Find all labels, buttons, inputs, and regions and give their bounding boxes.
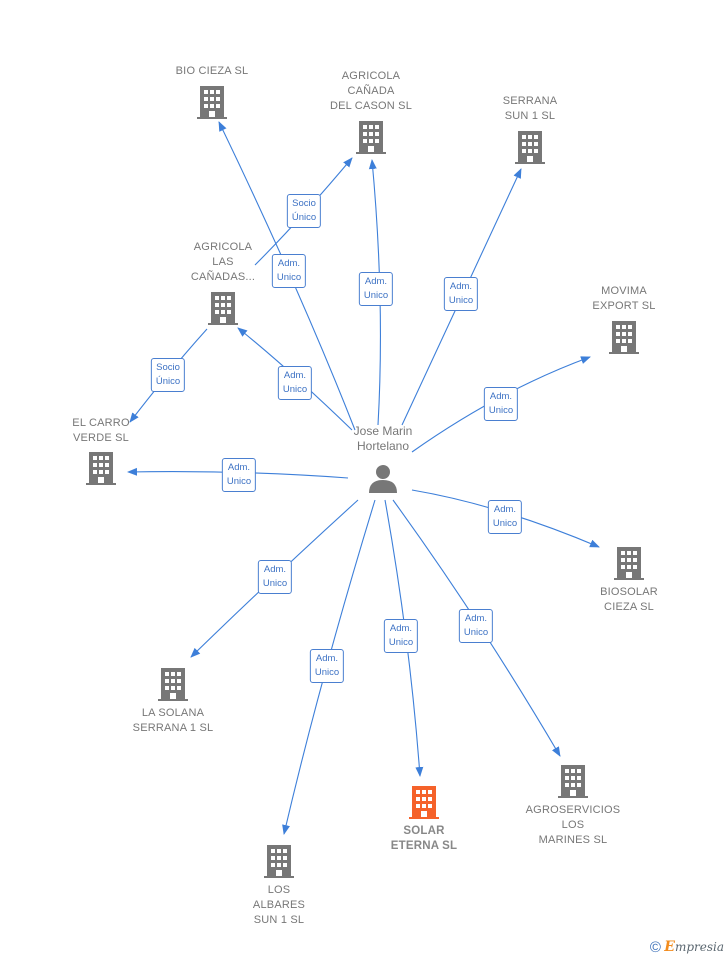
copyright-icon: © [649, 939, 661, 956]
edge-label-socio-canada[interactable]: Socio Único [286, 194, 322, 228]
nodes-layer [86, 86, 644, 878]
edge-label-agroservicios[interactable]: Adm. Unico [458, 609, 494, 643]
edge-label-solar-eterna[interactable]: Adm. Unico [383, 619, 419, 653]
building-icon-la-solana[interactable] [158, 668, 188, 701]
company-name-movima[interactable]: MOVIMA EXPORT SL [592, 285, 656, 312]
edge-label-bio-cieza[interactable]: Adm. Unico [271, 254, 307, 288]
building-icon-el-carro[interactable] [86, 452, 116, 485]
edge-label-movima[interactable]: Adm. Unico [483, 387, 519, 421]
company-name-el-carro[interactable]: EL CARRO VERDE SL [72, 417, 130, 444]
edge-label-socio-carro[interactable]: Socio Único [150, 358, 186, 392]
footer-credit[interactable]: © Empresia [650, 939, 724, 956]
person-name[interactable]: Jose Marin Hortelano [353, 424, 413, 453]
building-icon-solar-eterna[interactable] [409, 786, 439, 819]
empresia-logo: Empresia [664, 939, 724, 955]
company-name-los-albares[interactable]: LOS ALBARES SUN 1 SL [252, 884, 306, 926]
building-icon-agroservicios[interactable] [558, 765, 588, 798]
edge-label-biosolar[interactable]: Adm. Unico [487, 500, 523, 534]
building-icon-serrana-sun[interactable] [515, 131, 545, 164]
company-name-agricola-las-canadas[interactable]: AGRICOLA LAS CAÑADAS... [190, 241, 256, 283]
company-name-serrana-sun[interactable]: SERRANA SUN 1 SL [502, 95, 558, 122]
company-name-bio-cieza[interactable]: BIO CIEZA SL [175, 65, 249, 77]
building-icon-los-albares[interactable] [264, 845, 294, 878]
edge-label-los-albares[interactable]: Adm. Unico [309, 649, 345, 683]
company-name-agricola-canada[interactable]: AGRICOLA CAÑADA DEL CASON SL [329, 70, 413, 112]
edge-label-agricola-canada[interactable]: Adm. Unico [358, 272, 394, 306]
person-icon[interactable] [369, 465, 397, 493]
building-icon-agricola-las-canadas[interactable] [208, 292, 238, 325]
edge-label-serrana-sun[interactable]: Adm. Unico [443, 277, 479, 311]
company-name-agroservicios[interactable]: AGROSERVICIOS LOS MARINES SL [525, 804, 621, 846]
company-name-solar-eterna[interactable]: SOLAR ETERNA SL [390, 825, 458, 852]
company-name-biosolar[interactable]: BIOSOLAR CIEZA SL [600, 586, 658, 613]
edge-label-la-solana[interactable]: Adm. Unico [257, 560, 293, 594]
building-icon-biosolar[interactable] [614, 547, 644, 580]
edge-label-el-carro[interactable]: Adm. Unico [221, 458, 257, 492]
building-icon-agricola-canada[interactable] [356, 121, 386, 154]
building-icon-movima[interactable] [609, 321, 639, 354]
edge-label-agricola-las-canadas[interactable]: Adm. Unico [277, 366, 313, 400]
company-name-la-solana[interactable]: LA SOLANA SERRANA 1 SL [132, 707, 214, 734]
building-icon-bio-cieza[interactable] [197, 86, 227, 119]
